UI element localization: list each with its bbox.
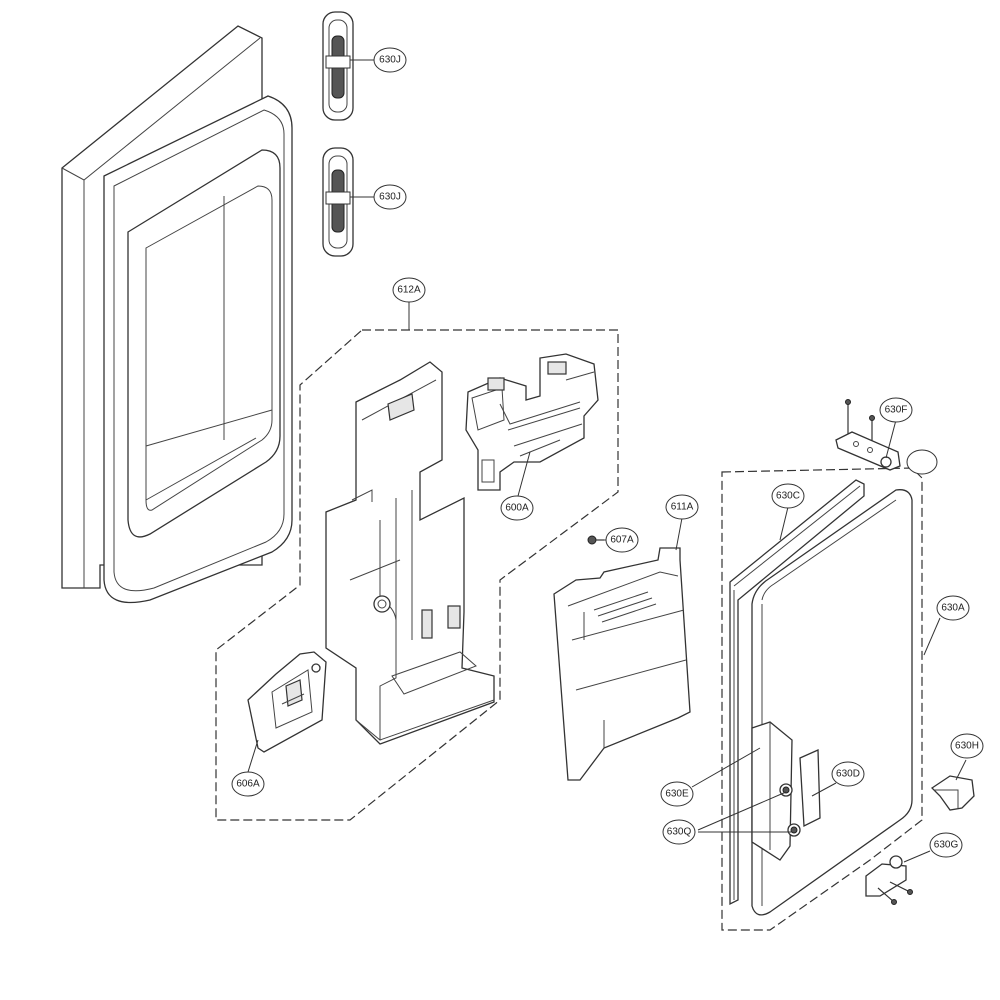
door-gasket-630c xyxy=(729,479,865,906)
svg-text:630J: 630J xyxy=(379,192,401,203)
door-panel-630a xyxy=(751,489,913,916)
dispenser-panel-611a xyxy=(553,547,691,781)
callout-630h: 630H xyxy=(950,733,984,759)
callout-630j-top: 630J xyxy=(373,47,407,73)
svg-text:611A: 611A xyxy=(671,502,694,513)
dispenser-lever-606a xyxy=(247,651,327,753)
svg-text:607A: 607A xyxy=(610,535,634,546)
handle-cap-630j-bottom xyxy=(322,147,354,257)
svg-text:630G: 630G xyxy=(934,840,959,851)
callout-630j-bottom: 630J xyxy=(373,184,407,210)
refrigerator-door xyxy=(61,25,293,604)
svg-text:630C: 630C xyxy=(776,491,800,502)
callout-600a: 600A xyxy=(500,495,534,521)
svg-text:630Q: 630Q xyxy=(667,827,692,838)
callout-607a: 607A xyxy=(605,527,639,553)
screw-607a xyxy=(587,535,604,545)
callout-611a: 611A xyxy=(665,494,699,520)
top-hinge-630f xyxy=(835,399,901,471)
assembly-630a-boundary xyxy=(721,467,923,931)
callout-630f: 630F xyxy=(879,397,913,423)
callout-630c: 630C xyxy=(771,483,805,509)
callout-630q: 630Q xyxy=(662,819,696,845)
bottom-hinge-630h xyxy=(930,775,975,811)
svg-text:600A: 600A xyxy=(505,503,529,514)
svg-text:606A: 606A xyxy=(236,779,260,790)
ice-maker-housing xyxy=(325,361,495,745)
ice-maker-assembly xyxy=(465,353,599,491)
hinge-assembly-630d xyxy=(751,721,821,861)
callout-612a: 612A xyxy=(392,277,426,303)
callout-630d: 630D xyxy=(831,761,865,787)
callout-630a: 630A xyxy=(936,595,970,621)
hinge-plate-630g xyxy=(865,855,913,905)
callout-630e: 630E xyxy=(660,781,694,807)
callout-606a: 606A xyxy=(231,771,265,797)
svg-text:630F: 630F xyxy=(885,405,908,416)
svg-text:630A: 630A xyxy=(941,603,965,614)
leader-lines xyxy=(247,59,967,863)
svg-text:630D: 630D xyxy=(836,769,860,780)
handle-cap-630j-top xyxy=(322,11,354,121)
callout-630g: 630G xyxy=(929,832,963,858)
blank-callout-bubble xyxy=(906,449,938,475)
svg-text:630J: 630J xyxy=(379,55,401,66)
svg-text:612A: 612A xyxy=(397,285,421,296)
svg-text:630H: 630H xyxy=(955,741,979,752)
assembly-612a-boundary xyxy=(215,329,619,821)
svg-text:630E: 630E xyxy=(665,789,689,800)
